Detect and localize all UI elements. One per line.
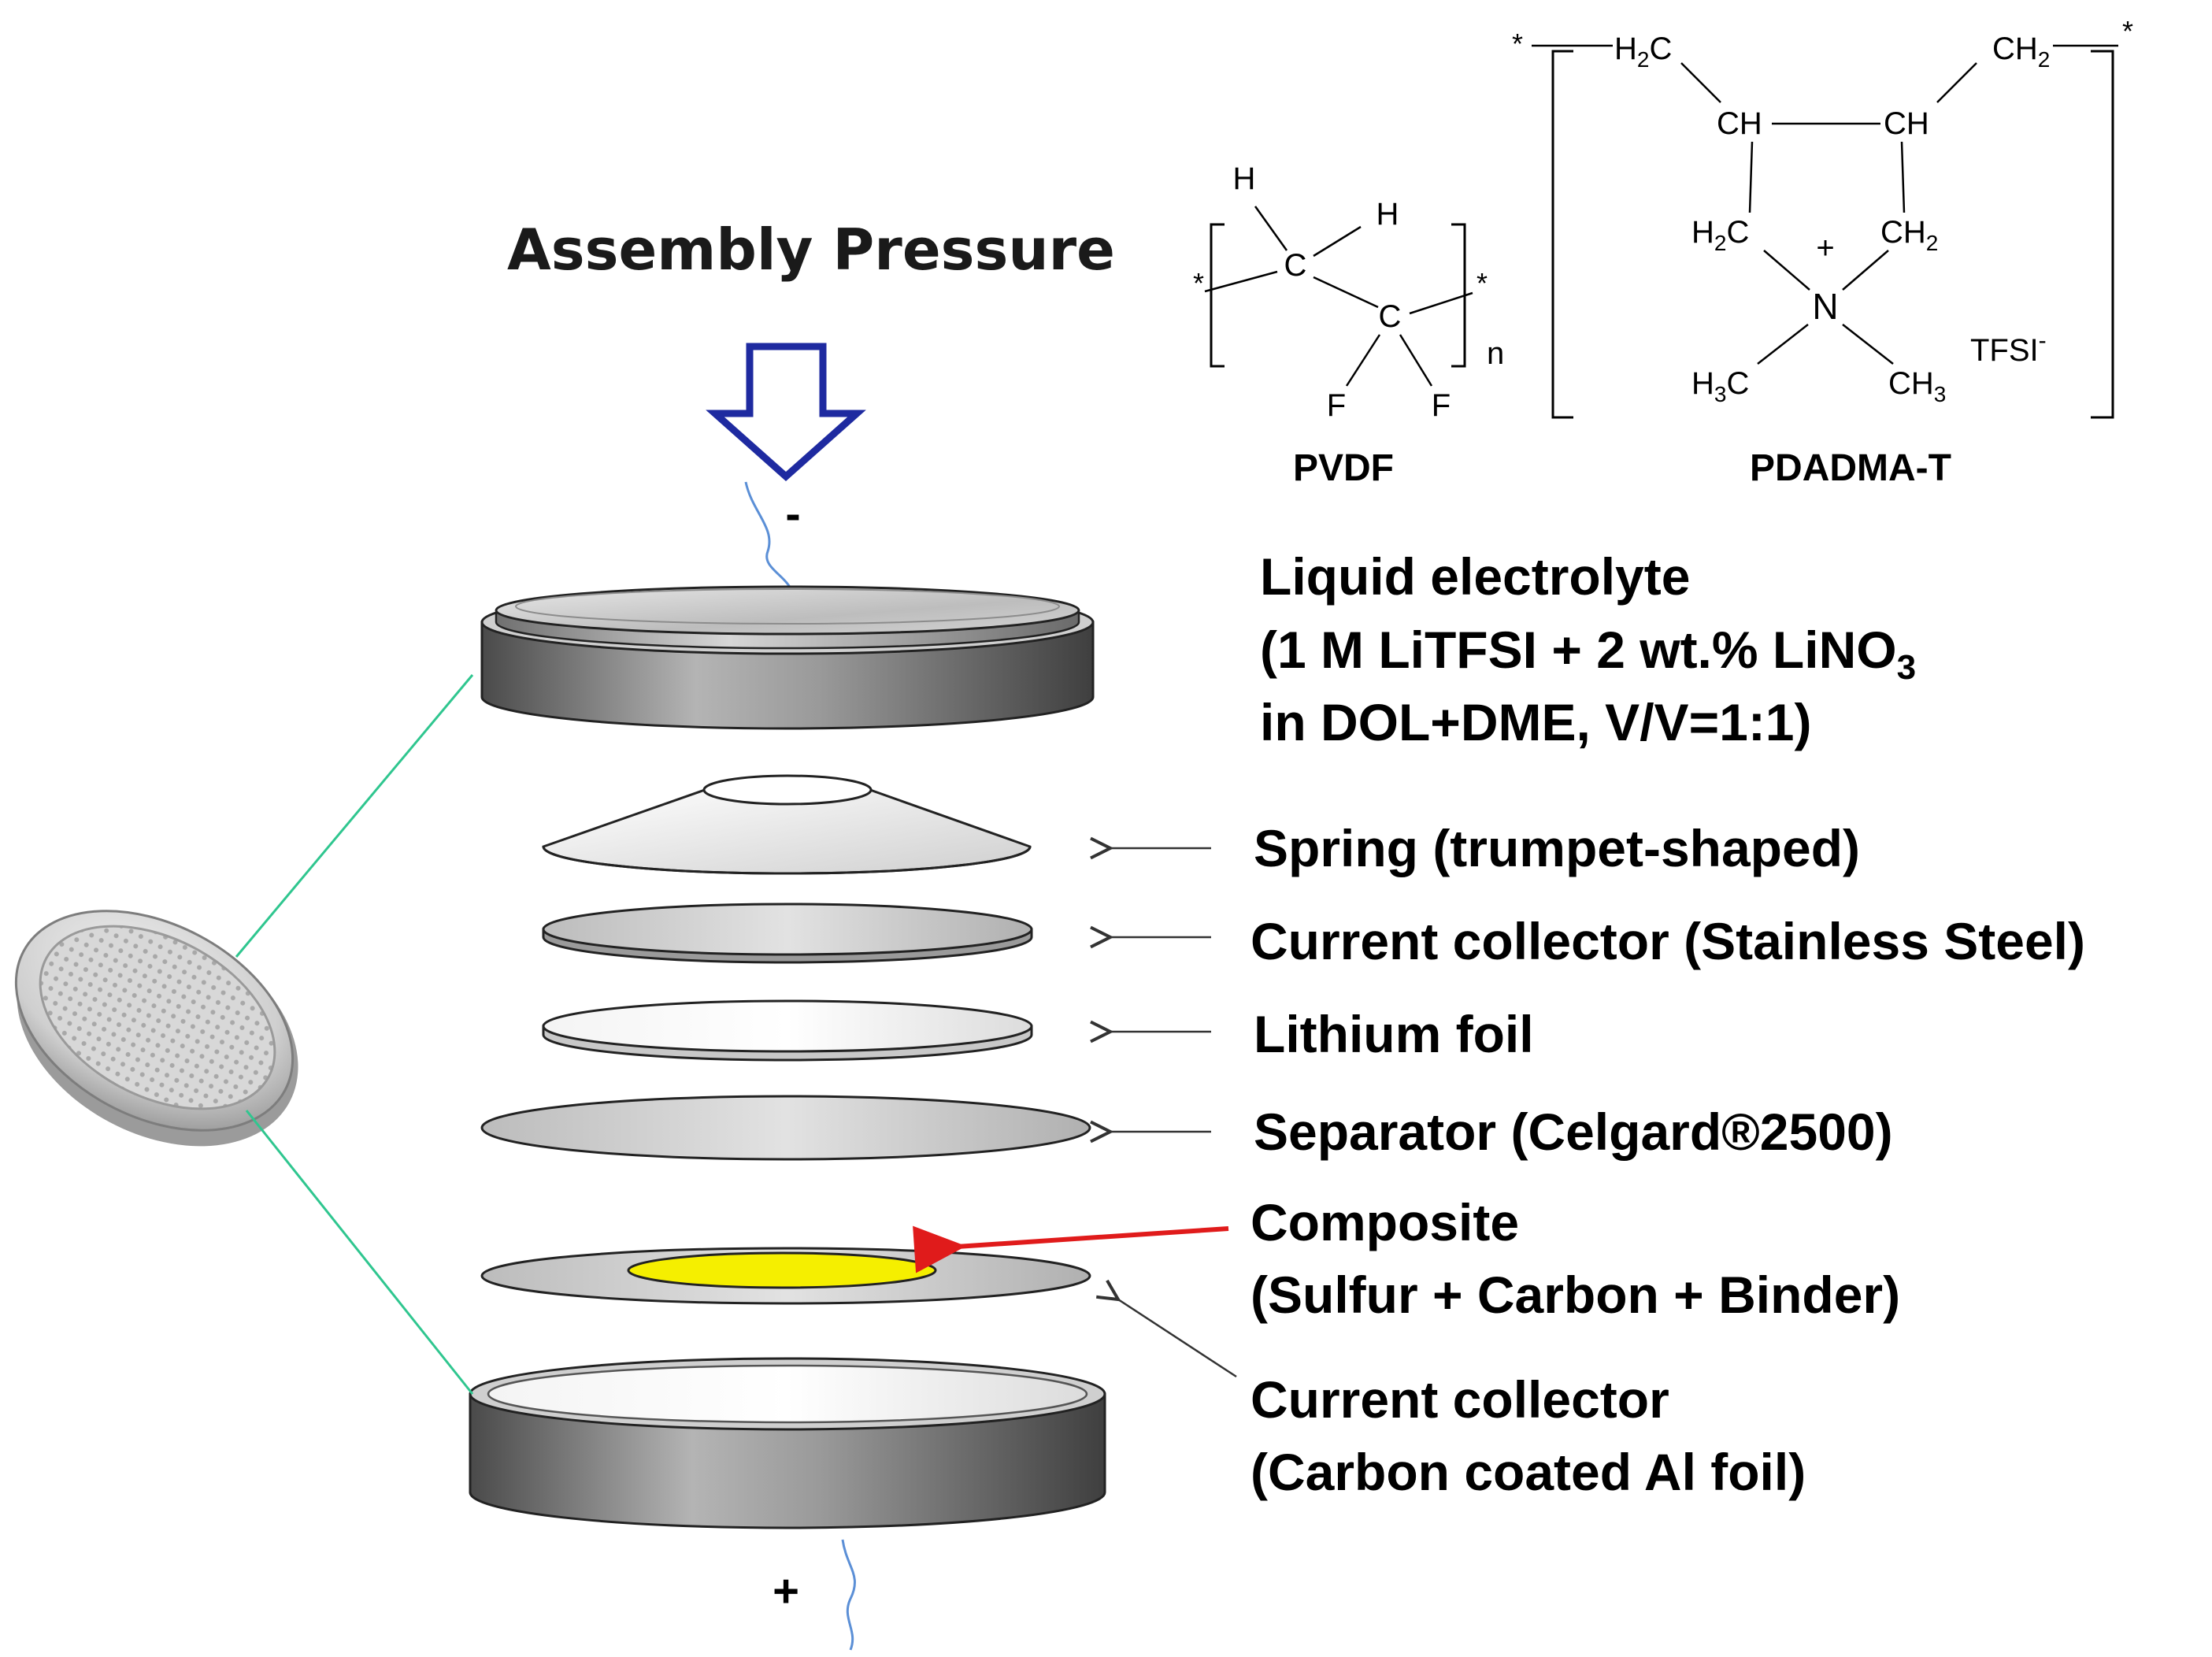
- ss-collector-label: Current collector (Stainless Steel): [1251, 912, 2085, 970]
- pvdf-structure: * C H H C * F F n PVDF: [1193, 161, 1504, 489]
- ch2-mid: CH2: [1880, 215, 1938, 255]
- pressure-arrow-icon: [706, 343, 866, 482]
- svg-text:+: +: [1816, 231, 1834, 265]
- spring-disk: [542, 774, 1032, 875]
- svg-text:n: n: [1487, 336, 1504, 371]
- h3c: H3C: [1691, 366, 1749, 406]
- negative-terminal-label: -: [785, 488, 800, 539]
- composite-pointer: [913, 1225, 1229, 1273]
- electrolyte-line-2: (1 M LiTFSI + 2 wt.% LiNO3: [1260, 621, 1916, 687]
- leader-line-bottom: [245, 1110, 474, 1395]
- pvdf-label: PVDF: [1293, 447, 1394, 489]
- h2c-mid: H2C: [1691, 215, 1749, 255]
- separator-label: Separator (Celgard®2500): [1254, 1103, 1893, 1161]
- svg-text:F: F: [1327, 388, 1346, 423]
- svg-text:F: F: [1432, 388, 1451, 423]
- coin-cell-photo: [14, 910, 298, 1147]
- stainless-collector-disk: [542, 903, 1033, 964]
- al-collector-label-1: Current collector: [1251, 1370, 1669, 1429]
- svg-text:*: *: [1193, 267, 1204, 299]
- separator-disk: [480, 1095, 1091, 1161]
- al-collector-label-2: (Carbon coated Al foil): [1251, 1443, 1806, 1501]
- al-collector-pointer: [1096, 1279, 1237, 1378]
- pdadma-structure: * * H2C CH2 CH CH H2C CH2 + N H3C CH3 TF…: [1512, 15, 2133, 489]
- spring-label: Spring (trumpet-shaped): [1254, 819, 1860, 877]
- svg-text:*: *: [1477, 267, 1488, 299]
- ch3: CH3: [1888, 366, 1946, 406]
- composite-label-2: (Sulfur + Carbon + Binder): [1251, 1266, 1900, 1324]
- electrolyte-label: Liquid electrolyte (1 M LiTFSI + 2 wt.% …: [1260, 547, 1916, 751]
- svg-text:*: *: [2122, 15, 2133, 47]
- composite-cathode-disk: [480, 1247, 1091, 1305]
- composite-label-1: Composite: [1251, 1193, 1519, 1251]
- tfsi-anion: TFSI-: [1970, 328, 2047, 368]
- assembly-pressure-title: Assembly Pressure: [507, 217, 1115, 283]
- sulfur-composite-layer: [627, 1251, 937, 1289]
- electrolyte-line-3: in DOL+DME, V/V=1:1): [1260, 693, 1811, 751]
- svg-text:H: H: [1376, 197, 1399, 232]
- svg-text:C: C: [1284, 248, 1307, 283]
- leader-line-top: [235, 674, 474, 958]
- svg-text:CH: CH: [1717, 106, 1762, 141]
- lithium-label: Lithium foil: [1254, 1005, 1534, 1063]
- top-casing: [480, 585, 1095, 730]
- electrolyte-line-1: Liquid electrolyte: [1260, 547, 1690, 606]
- h2c-top: H2C: [1614, 32, 1672, 72]
- positive-terminal-label: +: [773, 1566, 799, 1617]
- bottom-casing: [469, 1357, 1106, 1529]
- svg-text:N: N: [1812, 286, 1838, 327]
- lithium-foil-disk: [542, 999, 1033, 1062]
- positive-wire: [841, 1539, 856, 1651]
- negative-wire: [744, 481, 794, 603]
- svg-text:C: C: [1379, 299, 1402, 334]
- svg-text:*: *: [1512, 28, 1523, 60]
- svg-text:H: H: [1233, 161, 1256, 196]
- svg-text:CH: CH: [1884, 106, 1929, 141]
- pdadma-label: PDADMA-T: [1750, 447, 1951, 489]
- ch2-top: CH2: [1992, 32, 2050, 72]
